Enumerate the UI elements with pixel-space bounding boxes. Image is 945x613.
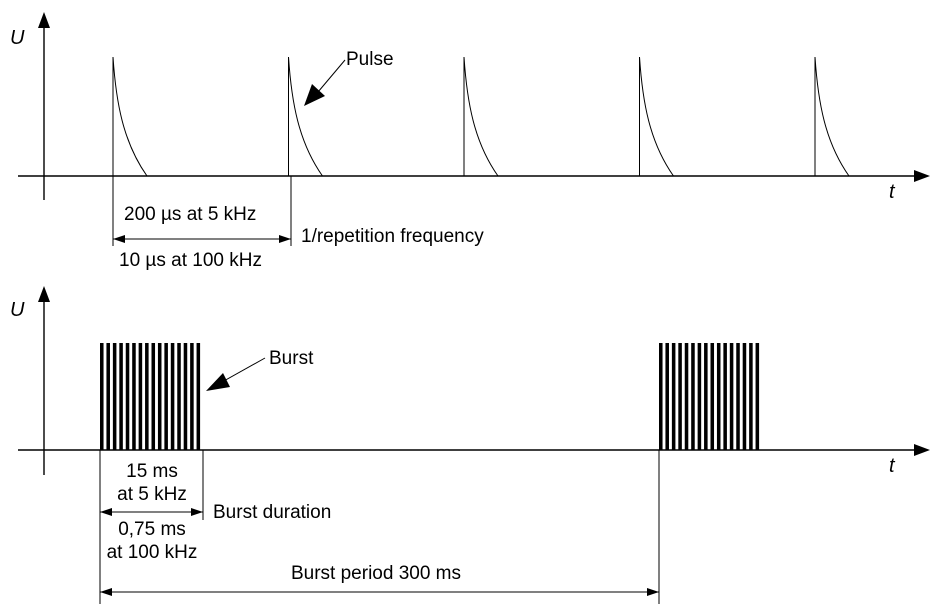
- burst-2-pulse-16: [755, 343, 760, 450]
- bottom-x-axis-label: t: [889, 455, 896, 477]
- burst-duration-line2: at 5 kHz: [117, 484, 187, 505]
- interval-label-100khz: 10 µs at 100 kHz: [119, 250, 262, 271]
- burst-label: Burst: [269, 348, 314, 369]
- burst-2-pulse-5: [684, 343, 689, 450]
- pulse-1: [112, 56, 148, 177]
- burst-1-pulse-3: [112, 343, 117, 450]
- burst-2-pulse-7: [697, 343, 702, 450]
- burst-1-pulse-16: [196, 343, 201, 450]
- burst-train: [100, 343, 760, 450]
- burst-1-pulse-15: [190, 343, 194, 450]
- burst-1-pulse-8: [145, 343, 149, 450]
- burst-1-pulse-11: [164, 343, 168, 450]
- burst-period-arrow-right: [647, 588, 659, 596]
- top-diagram: U t Pulse 200 µs at 5 kHz 10 µs at 100 k…: [10, 12, 930, 271]
- burst-period-label: Burst period 300 ms: [291, 563, 461, 584]
- burst-duration-line4: at 100 kHz: [107, 542, 198, 563]
- burst-1-pulse-12: [170, 343, 175, 450]
- burst-2-pulse-12: [729, 343, 734, 450]
- pulse-label: Pulse: [346, 49, 394, 70]
- burst-duration-line1: 15 ms: [126, 461, 178, 482]
- burst-2-pulse-2: [665, 343, 669, 450]
- bottom-y-axis-label: U: [10, 299, 25, 321]
- burst-1-pulse-5: [125, 343, 130, 450]
- pulse-3: [463, 56, 499, 177]
- burst-2-pulse-4: [678, 343, 682, 450]
- top-interval-arrow-right: [279, 235, 291, 243]
- burst-2-pulse-6: [691, 343, 695, 450]
- burst-2-pulse-14: [742, 343, 747, 450]
- burst-1-pulse-9: [151, 343, 156, 450]
- top-interval-arrow-left: [113, 235, 125, 243]
- top-x-axis-label: t: [889, 181, 896, 203]
- burst-duration-arrow-right: [191, 508, 203, 516]
- burst-2-pulse-11: [723, 343, 727, 450]
- burst-1-pulse-13: [177, 343, 181, 450]
- burst-duration-line3: 0,75 ms: [118, 519, 186, 540]
- pulse-pointer-arrowhead: [304, 84, 325, 106]
- pulse-train: [112, 56, 850, 177]
- burst-2-pulse-1: [659, 343, 663, 450]
- pulse-pointer-line: [317, 59, 346, 93]
- top-x-axis-arrowhead: [914, 170, 930, 182]
- burst-period-arrow-left: [100, 588, 112, 596]
- burst-2-pulse-15: [749, 343, 753, 450]
- burst-pointer-line: [221, 357, 266, 383]
- burst-1-pulse-10: [157, 343, 162, 450]
- burst-duration-label: Burst duration: [213, 502, 331, 523]
- repetition-frequency-label: 1/repetition frequency: [301, 226, 484, 247]
- burst-2-pulse-9: [710, 343, 715, 450]
- bottom-diagram: U t Burst 15 ms at 5 kHz 0,75 ms at 100 …: [10, 286, 930, 604]
- burst-1-pulse-14: [183, 343, 188, 450]
- bottom-x-axis-arrowhead: [914, 444, 930, 456]
- pulse-5: [814, 56, 850, 177]
- top-y-axis-label: U: [10, 27, 25, 49]
- burst-duration-arrow-left: [100, 508, 112, 516]
- bottom-y-axis-arrowhead: [38, 286, 50, 302]
- burst-2-pulse-3: [671, 343, 676, 450]
- burst-1-pulse-2: [106, 343, 110, 450]
- pulse-4: [639, 56, 674, 177]
- burst-1: [100, 343, 201, 450]
- burst-2-pulse-13: [736, 343, 740, 450]
- burst-2: [659, 343, 760, 450]
- burst-pointer-arrowhead: [206, 373, 230, 391]
- interval-label-5khz: 200 µs at 5 kHz: [124, 204, 256, 225]
- burst-1-pulse-7: [138, 343, 143, 450]
- burst-1-pulse-6: [132, 343, 136, 450]
- burst-1-pulse-1: [100, 343, 104, 450]
- top-y-axis-arrowhead: [38, 12, 50, 28]
- pulse-2: [288, 56, 323, 177]
- burst-2-pulse-10: [716, 343, 721, 450]
- burst-2-pulse-8: [704, 343, 708, 450]
- burst-1-pulse-4: [119, 343, 123, 450]
